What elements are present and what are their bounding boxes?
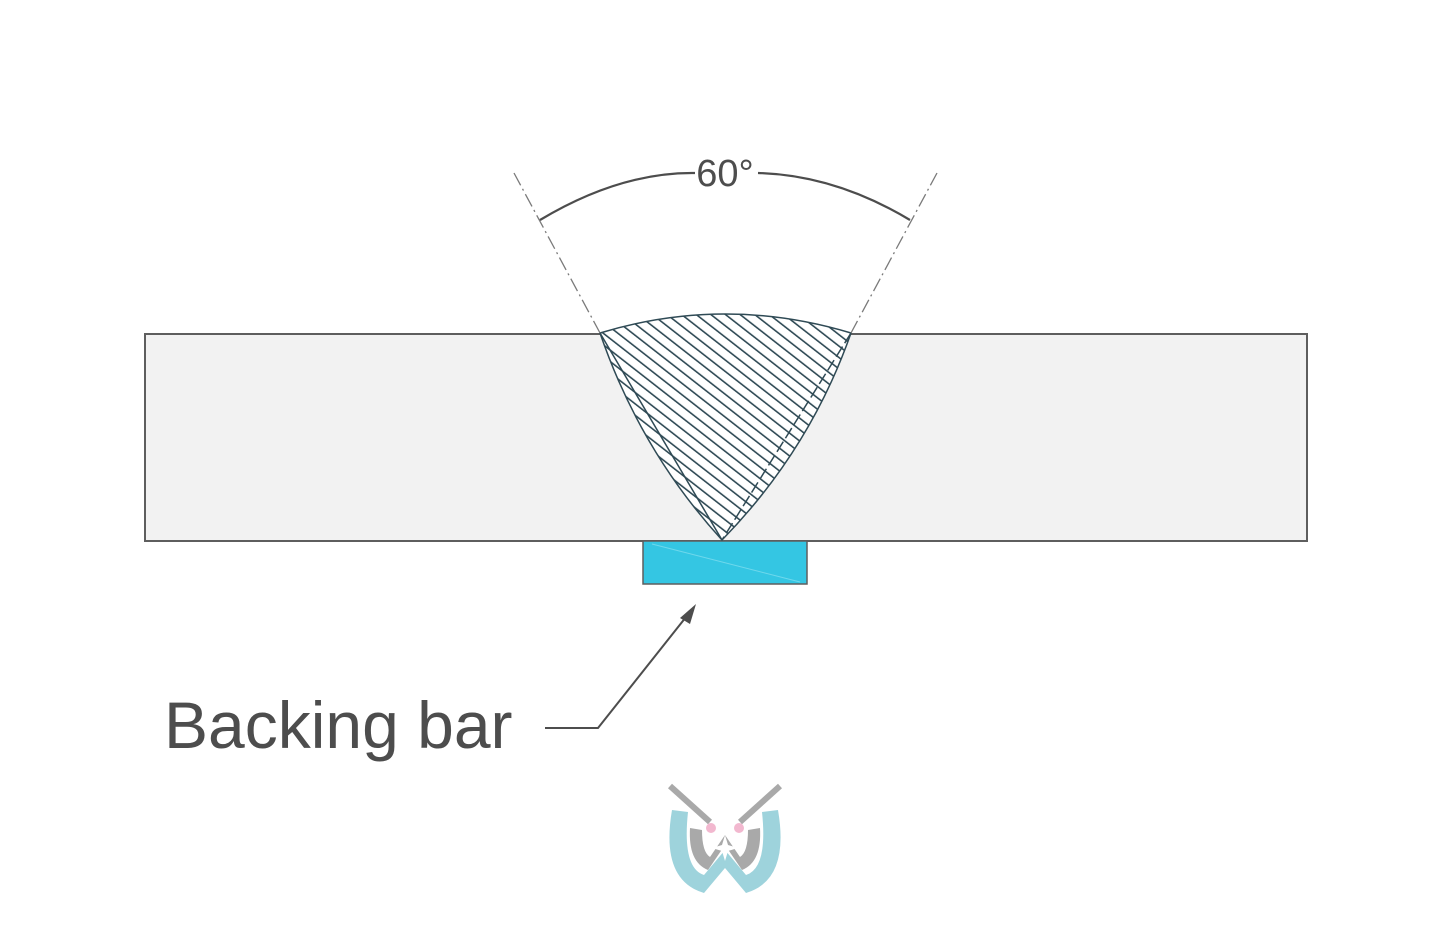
callout-label: Backing bar — [164, 688, 513, 762]
angle-construction-line-right — [850, 172, 938, 334]
angle-construction-line-left — [513, 172, 601, 334]
callout-arrowhead — [680, 604, 696, 624]
callout-leader-line — [545, 611, 691, 729]
angle-arc — [539, 171, 696, 221]
angle-arc-right — [757, 171, 911, 221]
angle-label: 60° — [696, 153, 753, 195]
welding-w-logo-icon — [667, 783, 783, 893]
backing-bar-highlight — [651, 543, 801, 583]
